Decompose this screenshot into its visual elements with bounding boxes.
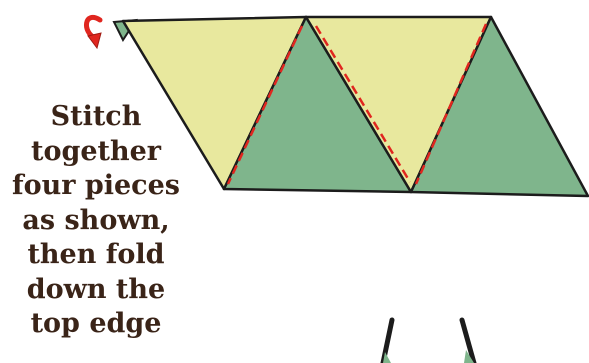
stitch-line-2	[314, 25, 412, 183]
instruction-line: Stitch	[50, 101, 142, 132]
stitch-line-3	[414, 23, 488, 185]
stitch-line-1	[226, 25, 304, 185]
instruction-line: four pieces	[11, 170, 180, 201]
instruction-line: down the	[26, 273, 166, 305]
instruction-line: then fold	[27, 239, 165, 270]
next-step-piece-partial	[380, 317, 477, 363]
instruction-line: together	[30, 135, 162, 167]
instruction-text: Stitch together four pieces as shown, th…	[0, 100, 192, 342]
instruction-line: as shown,	[22, 204, 170, 236]
curved-fold-arrow-icon	[84, 15, 103, 50]
instruction-line: top edge	[30, 308, 162, 339]
